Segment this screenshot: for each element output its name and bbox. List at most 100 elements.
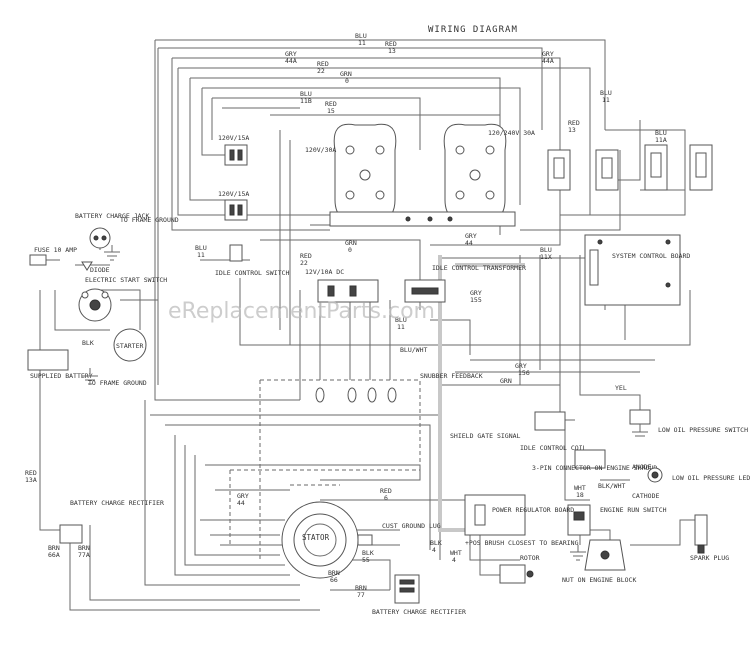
- svg-text:GRN: GRN: [500, 377, 512, 385]
- svg-text:11B: 11B: [300, 97, 312, 105]
- svg-text:STARTER: STARTER: [116, 342, 143, 350]
- spark-plug: SPARK PLUG: [690, 514, 729, 562]
- svg-text:ROTOR: ROTOR: [520, 554, 540, 562]
- svg-text:SUPPLIED BATTERY: SUPPLIED BATTERY: [30, 372, 93, 380]
- svg-text:44: 44: [465, 239, 473, 247]
- svg-text:BATTERY CHARGE RECTIFIER: BATTERY CHARGE RECTIFIER: [372, 608, 466, 616]
- svg-text:LOW OIL PRESSURE SWITCH: LOW OIL PRESSURE SWITCH: [658, 426, 748, 434]
- svg-text:RED: RED: [568, 119, 580, 127]
- svg-text:BRN: BRN: [355, 584, 367, 592]
- svg-text:IDLE CONTROL COIL: IDLE CONTROL COIL: [520, 444, 587, 452]
- svg-text:120V/30A: 120V/30A: [305, 146, 336, 154]
- svg-text:GRN: GRN: [345, 239, 357, 247]
- svg-text:ENGINE RUN SWITCH: ENGINE RUN SWITCH: [600, 506, 667, 514]
- svg-text:RED: RED: [325, 100, 337, 108]
- svg-text:SNUBBER FEEDBACK: SNUBBER FEEDBACK: [420, 372, 483, 380]
- circuit-breaker-1: [547, 149, 571, 191]
- svg-text:BLU: BLU: [355, 32, 367, 40]
- svg-text:120/240V 30A: 120/240V 30A: [488, 129, 535, 137]
- svg-text:13: 13: [388, 47, 396, 55]
- receptacle-120v-15a-mid: 120V/15A: [218, 190, 249, 221]
- svg-text:4: 4: [432, 546, 436, 554]
- receptacle-120v-15a-top: 120V/15A: [218, 134, 249, 166]
- svg-text:13: 13: [568, 126, 576, 134]
- svg-text:BLK: BLK: [430, 539, 442, 547]
- svg-text:77A: 77A: [78, 551, 90, 559]
- svg-text:BATTERY CHARGE RECTIFIER: BATTERY CHARGE RECTIFIER: [70, 499, 164, 507]
- svg-text:120V/15A: 120V/15A: [218, 190, 249, 198]
- svg-text:BLU: BLU: [395, 316, 407, 324]
- svg-text:15: 15: [327, 107, 335, 115]
- svg-text:DIODE: DIODE: [90, 266, 110, 274]
- idle-control-coil: IDLE CONTROL COIL: [520, 411, 587, 452]
- svg-text:11: 11: [397, 323, 405, 331]
- svg-text:GRY: GRY: [237, 492, 249, 500]
- svg-text:77: 77: [357, 591, 365, 599]
- dc-12v-outlet: 12V/10A DC: [305, 268, 379, 303]
- svg-text:120V/15A: 120V/15A: [218, 134, 249, 142]
- svg-text:TO FRAME GROUND: TO FRAME GROUND: [120, 216, 179, 224]
- svg-text:3-PIN CONNECTOR ON ENGINE SHRO: 3-PIN CONNECTOR ON ENGINE SHROUD: [532, 464, 657, 472]
- svg-text:RED: RED: [300, 252, 312, 260]
- svg-text:44A: 44A: [285, 57, 297, 65]
- svg-text:44: 44: [237, 499, 245, 507]
- svg-text:ANODE: ANODE: [632, 463, 652, 471]
- low-oil-pressure-led: ANODE CATHODE LOW OIL PRESSURE LED: [632, 463, 750, 500]
- circuit-breaker-2: [595, 149, 619, 191]
- fuse: FUSE 10 AMP: [29, 246, 77, 266]
- svg-text:BLK: BLK: [362, 549, 374, 557]
- svg-text:RED: RED: [25, 469, 37, 477]
- svg-text:BRN: BRN: [48, 544, 60, 552]
- svg-text:GRY: GRY: [515, 362, 527, 370]
- svg-text:55: 55: [362, 556, 370, 564]
- svg-text:BLU: BLU: [600, 89, 612, 97]
- snubber-caps: SNUBBER FEEDBACK: [315, 372, 483, 403]
- supplied-battery: SUPPLIED BATTERY TO FRAME GROUND: [27, 349, 147, 387]
- svg-text:GRY: GRY: [285, 50, 297, 58]
- svg-text:GRY: GRY: [465, 232, 477, 240]
- svg-text:BLU: BLU: [195, 244, 207, 252]
- cust-ground-lug: CUST GROUND LUG: [357, 522, 441, 546]
- svg-text:11A: 11A: [655, 136, 667, 144]
- svg-text:155: 155: [470, 296, 482, 304]
- svg-text:11: 11: [602, 96, 610, 104]
- circuit-breaker-3: [644, 144, 668, 191]
- svg-text:22: 22: [300, 259, 308, 267]
- stator: STATOR: [281, 501, 359, 579]
- battery-charge-rectifier-bottom: BATTERY CHARGE RECTIFIER: [372, 574, 466, 616]
- svg-text:WHT: WHT: [450, 549, 462, 557]
- svg-text:BLU/WHT: BLU/WHT: [400, 346, 427, 354]
- svg-text:CATHODE: CATHODE: [632, 492, 659, 500]
- svg-text:YEL: YEL: [615, 384, 627, 392]
- svg-text:NUT ON ENGINE BLOCK: NUT ON ENGINE BLOCK: [562, 576, 636, 584]
- svg-text:66A: 66A: [48, 551, 60, 559]
- svg-text:BLU: BLU: [655, 129, 667, 137]
- svg-text:ELECTRIC START SWITCH: ELECTRIC START SWITCH: [85, 276, 167, 284]
- ground-symbols: [82, 245, 586, 561]
- svg-text:GRY: GRY: [470, 289, 482, 297]
- receptacle-120v-30a: 120V/30A: [305, 123, 397, 226]
- system-control-board: SYSTEM CONTROL BOARD: [584, 234, 690, 306]
- circuit-breaker-4: [689, 144, 713, 191]
- svg-text:BLK/WHT: BLK/WHT: [598, 482, 625, 490]
- svg-text:0: 0: [345, 77, 349, 85]
- battery-charge-jack: BATTERY CHARGE JACK TO FRAME GROUND: [75, 212, 179, 249]
- starter-motor: STARTER: [113, 328, 147, 362]
- diagram-title: WIRING DIAGRAM: [428, 25, 518, 35]
- svg-text:6: 6: [384, 494, 388, 502]
- svg-text:11: 11: [358, 39, 366, 47]
- three-pin-connector: 3-PIN CONNECTOR ON ENGINE SHROUD: [532, 449, 657, 472]
- svg-text:RED: RED: [317, 60, 329, 68]
- engine-run-switch: ENGINE RUN SWITCH: [567, 504, 667, 536]
- svg-text:TO FRAME GROUND: TO FRAME GROUND: [88, 379, 147, 387]
- svg-text:11: 11: [197, 251, 205, 259]
- svg-text:44A: 44A: [542, 57, 554, 65]
- svg-text:POWER REGULATOR BOARD: POWER REGULATOR BOARD: [492, 506, 574, 514]
- svg-text:GRY: GRY: [542, 50, 554, 58]
- svg-text:BLU: BLU: [300, 90, 312, 98]
- electric-start-switch: ELECTRIC START SWITCH: [78, 276, 167, 322]
- ignition-coil: NUT ON ENGINE BLOCK: [562, 539, 636, 584]
- battery-charge-rectifier-left: BATTERY CHARGE RECTIFIER: [59, 499, 164, 544]
- rotor-brushes: ROTOR: [499, 554, 540, 584]
